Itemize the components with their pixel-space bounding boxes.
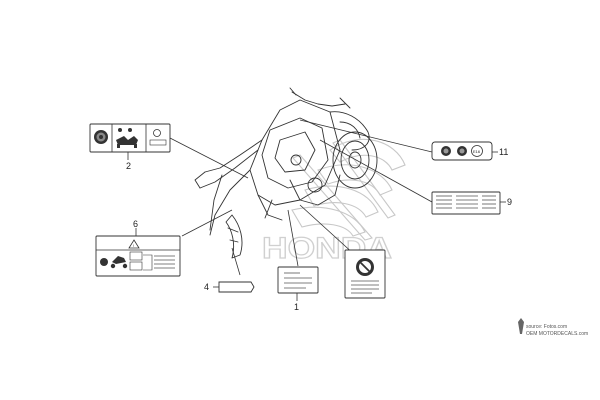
source-line-2: OEM MOTORDECALS.com [526, 331, 588, 337]
part-number-11: 11 [499, 147, 508, 157]
part-number-2: 2 [126, 161, 131, 171]
label-4-strip [218, 281, 255, 293]
warning-triangle-icon [128, 239, 140, 249]
label-fuel-info [344, 249, 386, 299]
manual-book-icon [149, 129, 167, 146]
motorcycle-drawing [194, 87, 378, 259]
source-line-1: source: Fotos.com [526, 324, 567, 330]
rider-passenger-icon [116, 128, 138, 148]
motorcycle-icon [110, 256, 128, 269]
part-number-6: 6 [133, 219, 138, 229]
part-number-1: 1 [294, 302, 299, 312]
part-number-9: 9 [507, 197, 512, 207]
label-11-tag: E16 [473, 149, 481, 154]
svg-text:!: ! [133, 243, 134, 248]
label-1-info-label [277, 266, 319, 294]
figure-icon [518, 318, 524, 334]
source-watermark: source: Fotos.com OEM MOTORDECALS.com [518, 318, 588, 337]
label-11-strip: E16 [431, 141, 493, 161]
label-9-text-block [431, 191, 501, 215]
leader-lines [127, 119, 506, 301]
no-rider-icon-2 [100, 258, 108, 266]
label-2-warning-strip [89, 123, 171, 153]
label-6-warning-label: ! [95, 235, 181, 277]
honda-wing-watermark [291, 138, 406, 241]
part-number-4: 4 [204, 282, 209, 292]
